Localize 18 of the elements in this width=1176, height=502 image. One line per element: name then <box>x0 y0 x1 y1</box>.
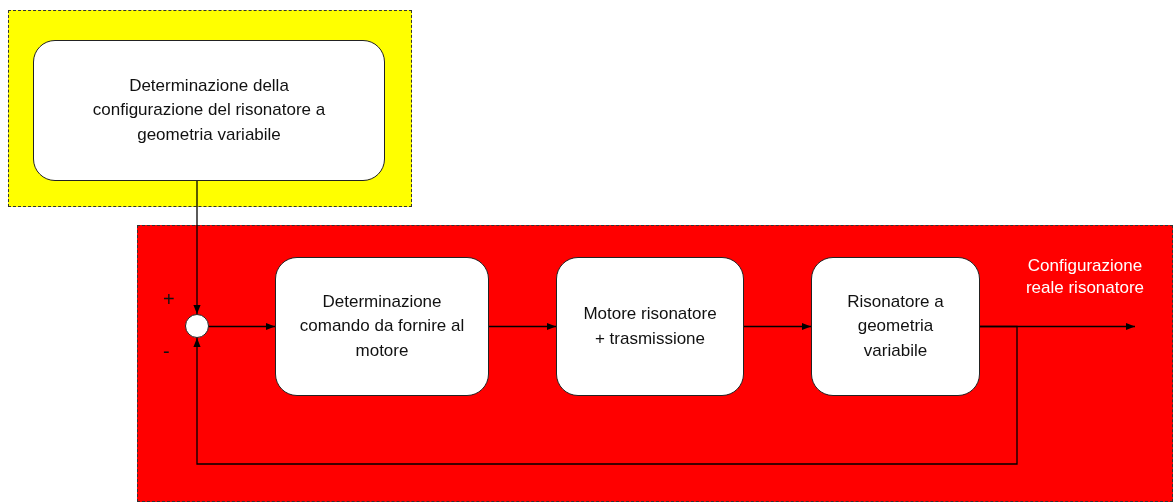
arrow <box>208 322 276 331</box>
arrow <box>193 325 1018 465</box>
sign-label: - <box>163 340 170 363</box>
box-text: Determinazione comando da fornire al motore <box>298 290 466 362</box>
sign-label: + <box>163 288 175 311</box>
process-box <box>556 257 744 396</box>
process-box <box>33 40 385 181</box>
box-text: Risonatore a geometria variabile <box>846 290 945 362</box>
process-box <box>275 257 489 396</box>
group-area <box>137 225 1173 502</box>
arrow <box>743 322 812 331</box>
arrow <box>193 180 201 315</box>
group-area <box>8 10 412 207</box>
arrow <box>488 322 557 331</box>
process-box <box>811 257 980 396</box>
box-text: Determinazione della configurazione del risonatore a geometria variabile <box>91 74 327 146</box>
summing-junction <box>185 314 209 338</box>
box-text: Motore risonatore + trasmissione <box>582 302 718 350</box>
